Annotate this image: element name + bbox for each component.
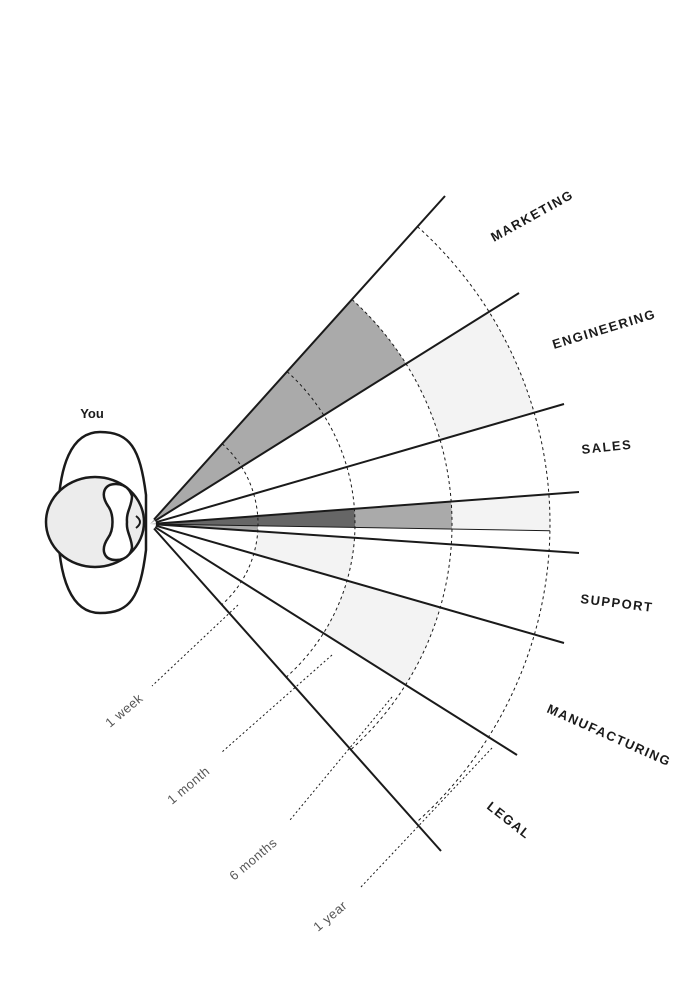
dept-label-sales: SALES xyxy=(581,437,633,457)
ring-leader-6-months xyxy=(289,696,393,821)
wedge-layer xyxy=(150,299,550,685)
wedge-support-upper-ring-4 xyxy=(451,494,550,531)
ray-marketing-engineering xyxy=(154,292,520,522)
ring-label-6-months: 6 months xyxy=(226,835,280,883)
dept-label-engineering: ENGINEERING xyxy=(550,306,657,352)
ray-lines-layer xyxy=(153,195,580,852)
ray-legal-bottom xyxy=(153,527,442,852)
ray-sales-support xyxy=(155,491,580,525)
wedge-legal-ring-3 xyxy=(323,580,441,685)
person-nose xyxy=(135,515,141,529)
ray-engineering-sales xyxy=(155,403,565,524)
ray-manufacturing-legal xyxy=(154,526,518,756)
ray-support-manufacturing xyxy=(155,524,565,644)
ring-arc-3 xyxy=(350,299,453,750)
ring-arc-2 xyxy=(285,371,356,678)
dept-label-marketing: MARKETING xyxy=(488,187,576,245)
ring-label-1-week: 1 week xyxy=(102,690,146,730)
person-face xyxy=(102,482,134,562)
ring-label-1-year: 1 year xyxy=(310,898,350,935)
dept-label-legal: LEGAL xyxy=(484,799,534,843)
ray-marketing-top xyxy=(153,195,446,521)
wedge-marketing-ring-3 xyxy=(287,299,406,416)
ring-leader-1-month xyxy=(221,654,333,753)
wedge-support-upper-ring-3 xyxy=(354,501,453,529)
ring-leader-1-week xyxy=(151,604,239,687)
ray-support-lower xyxy=(155,523,580,554)
ring-leader-1-year xyxy=(359,747,493,889)
wedge-marketing-ring-1 xyxy=(150,443,242,524)
ray-support-split xyxy=(155,523,550,532)
ring-arc-4 xyxy=(415,226,551,824)
person-figure: You xyxy=(44,406,148,615)
wedge-support-upper-ring-2 xyxy=(257,508,356,528)
dept-label-manufacturing: MANUFACTURING xyxy=(545,701,674,769)
wedge-marketing-ring-2 xyxy=(222,371,324,467)
ring-arcs-layer xyxy=(221,226,551,824)
dept-label-support: SUPPORT xyxy=(580,591,655,615)
wedge-manufacturing-ring-2 xyxy=(253,531,355,581)
person-label: You xyxy=(80,406,104,421)
wedge-engineering-ring-4 xyxy=(406,311,535,440)
ring-arc-1 xyxy=(221,443,259,606)
ring-labels: 1 week 1 month 6 months 1 year xyxy=(102,604,493,935)
ring-label-1-month: 1 month xyxy=(164,763,212,807)
